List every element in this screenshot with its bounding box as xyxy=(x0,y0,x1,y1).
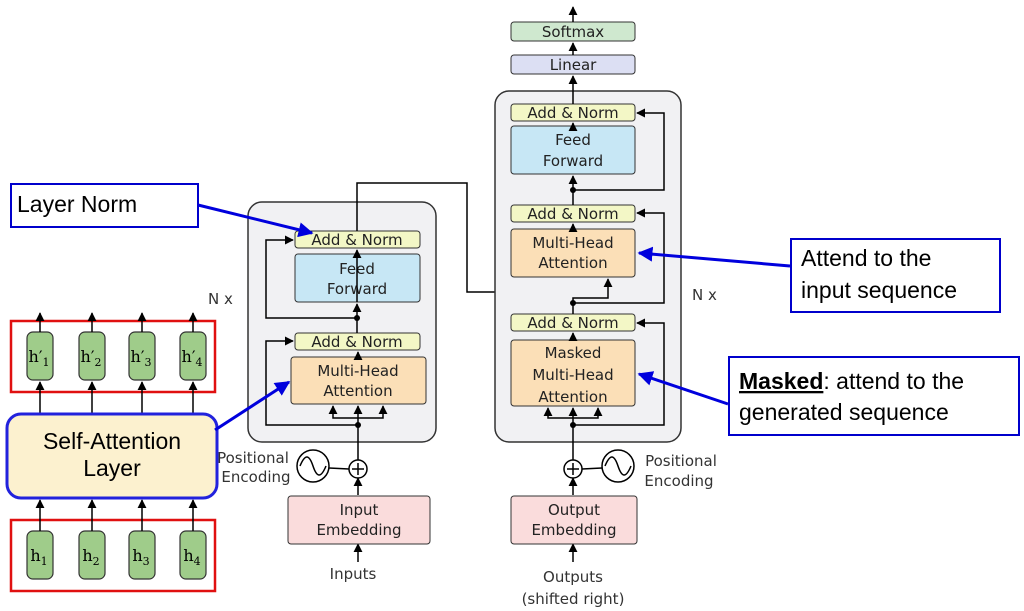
self-attention-layer xyxy=(5,412,219,500)
layer-norm-callout-text: Layer Norm xyxy=(17,191,137,217)
h-prime-base-1: h′ xyxy=(29,347,43,366)
decoder-softmax-label: Softmax xyxy=(542,23,604,41)
masked-callout-line-2: generated sequence xyxy=(739,399,949,425)
decoder-add-norm-mid-label: Add & Norm xyxy=(527,205,618,223)
h-prime-sub-4: 4 xyxy=(195,356,202,369)
decoder-add-norm-top-label: Add & Norm xyxy=(527,104,618,122)
encoder-positional-label-2: Encoding xyxy=(221,468,290,486)
h-label-1: h1 xyxy=(30,546,47,568)
decoder-multi-head-label-2: Attention xyxy=(538,254,607,272)
encoder-inputs-label: Inputs xyxy=(330,565,377,583)
decoder-masked-label-1: Masked xyxy=(545,344,602,362)
decoder-nx-label: N x xyxy=(692,286,717,304)
h-base-4: h xyxy=(183,546,193,565)
h-base-2: h xyxy=(82,546,92,565)
encoder-add-norm-bottom-label: Add & Norm xyxy=(311,333,402,351)
h-label-3: h3 xyxy=(132,546,149,568)
h-sub-1: 1 xyxy=(41,555,48,568)
decoder-output-embedding xyxy=(510,495,638,545)
masked-callout xyxy=(728,356,1020,436)
encoder-positional-label-1: Positional xyxy=(217,449,289,467)
encoder-input-embedding xyxy=(287,495,431,545)
self-attention-label-2: Layer xyxy=(83,455,141,481)
decoder-embedding-label-2: Embedding xyxy=(531,521,616,539)
inputs-red-box xyxy=(9,518,217,593)
decoder-outputs-label-1: Outputs xyxy=(543,568,603,586)
decoder-embedding-label-1: Output xyxy=(548,501,600,519)
h-prime-label-4: h′4 xyxy=(182,347,203,369)
decoder-feed-forward-label-1: Feed xyxy=(555,131,591,149)
encoder-multi-head-label-2: Attention xyxy=(323,382,392,400)
encoder-multi-head-label-1: Multi-Head xyxy=(317,362,398,380)
masked-callout-line-1: Masked: attend to the xyxy=(739,368,964,394)
h-label-4: h4 xyxy=(183,546,200,568)
h-sub-2: 2 xyxy=(93,555,100,568)
attend-input-text-2: input sequence xyxy=(801,277,957,303)
decoder-linear-label: Linear xyxy=(550,56,597,74)
decoder-outputs-label-2: (shifted right) xyxy=(522,590,625,608)
outputs-red-box xyxy=(9,319,217,394)
decoder-positional-label-1: Positional xyxy=(645,452,717,470)
layer-norm-callout xyxy=(10,183,199,228)
encoder-embedding-label-1: Input xyxy=(340,501,379,519)
h-prime-label-2: h′2 xyxy=(81,347,102,369)
attend-input-callout xyxy=(790,238,1001,313)
decoder-feed-forward-label-2: Forward xyxy=(543,152,603,170)
attend-input-text-1: Attend to the xyxy=(801,245,931,271)
decoder-positional-label-2: Encoding xyxy=(644,472,713,490)
h-sub-3: 3 xyxy=(143,555,150,568)
encoder-add-norm-top-label: Add & Norm xyxy=(311,231,402,249)
decoder-masked-label-2: Multi-Head xyxy=(532,366,613,384)
decoder-multi-head-label-1: Multi-Head xyxy=(532,234,613,252)
h-prime-base-3: h′ xyxy=(131,347,145,366)
decoder-add-norm-bottom-label: Add & Norm xyxy=(527,314,618,332)
encoder-embedding-label-2: Embedding xyxy=(316,521,401,539)
h-label-2: h2 xyxy=(82,546,99,568)
h-prime-label-3: h′3 xyxy=(131,347,152,369)
h-prime-label-1: h′1 xyxy=(29,347,50,369)
h-prime-sub-3: 3 xyxy=(144,356,151,369)
h-base-3: h xyxy=(132,546,142,565)
self-attention-label-1: Self-Attention xyxy=(43,428,181,454)
encoder-nx-label: N x xyxy=(208,290,233,308)
h-prime-sub-2: 2 xyxy=(94,356,101,369)
decoder-masked-label-3: Attention xyxy=(538,388,607,406)
h-prime-sub-1: 1 xyxy=(42,356,49,369)
masked-rest-text: : attend to the xyxy=(823,368,964,394)
h-base-1: h xyxy=(30,546,40,565)
h-prime-base-4: h′ xyxy=(182,347,196,366)
masked-bold-text: Masked xyxy=(739,368,823,394)
h-prime-base-2: h′ xyxy=(81,347,95,366)
h-sub-4: 4 xyxy=(194,555,201,568)
